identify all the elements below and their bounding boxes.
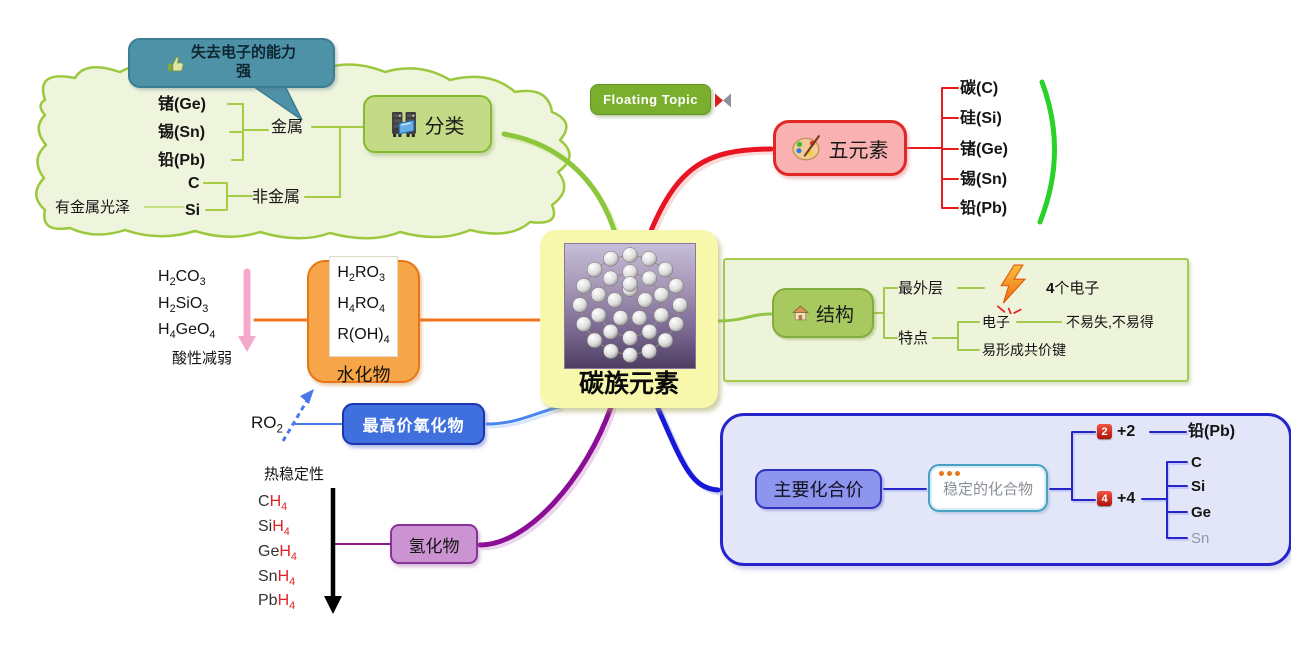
- valence-label: 主要化合价: [773, 480, 864, 500]
- electron-count[interactable]: 4个电子: [1046, 280, 1100, 297]
- floating-topic-label: Floating Topic: [603, 92, 698, 107]
- classification-topic[interactable]: 分类: [363, 95, 492, 153]
- callout-text: 失去电子的能力强: [190, 44, 296, 80]
- covalent-note[interactable]: 易形成共价键: [982, 342, 1066, 358]
- luster-label[interactable]: 有金属光泽: [55, 199, 131, 216]
- five-elements-topic[interactable]: 五元素: [773, 120, 907, 176]
- thermal-stability-label[interactable]: 热稳定性: [264, 466, 325, 483]
- element-item[interactable]: 锗(Ge): [960, 141, 1009, 158]
- metal-item[interactable]: 锗(Ge): [158, 96, 207, 113]
- plus4-item[interactable]: Si: [1191, 478, 1206, 495]
- oxide-label: 最高价氧化物: [362, 418, 465, 435]
- oxide-dashed-arrow: [281, 389, 314, 442]
- plus4-item[interactable]: C: [1191, 454, 1202, 471]
- hydride-label: 氢化物: [408, 536, 460, 556]
- lightning-icon: [993, 264, 1031, 314]
- hydride-formula[interactable]: GeH4: [258, 543, 297, 564]
- hydrate-formulas: H2RO3 H4RO4 R(OH)4: [329, 255, 398, 358]
- thermal-arrow: [324, 488, 342, 614]
- hydride-formula[interactable]: CH4: [258, 493, 288, 514]
- fullerene-image: [564, 243, 696, 369]
- valence-topic[interactable]: 主要化合价: [755, 469, 882, 509]
- feature-label[interactable]: 特点: [898, 330, 929, 347]
- server-icon: [391, 111, 418, 138]
- metal-item[interactable]: 锡(Sn): [158, 124, 206, 141]
- hydride-formula[interactable]: SnH4: [258, 568, 296, 589]
- hydride-topic[interactable]: 氢化物: [390, 524, 478, 564]
- element-item[interactable]: 锡(Sn): [960, 171, 1008, 188]
- central-topic[interactable]: 碳族元素: [540, 230, 718, 408]
- hydride-formula[interactable]: PbH4: [258, 592, 296, 613]
- callout-tail: [247, 83, 303, 121]
- plus4-item[interactable]: Ge: [1191, 504, 1212, 521]
- element-item[interactable]: 铅(Pb): [960, 200, 1008, 217]
- plus2-item[interactable]: 铅(Pb): [1188, 423, 1236, 440]
- movie-marker-icon: [713, 91, 733, 110]
- hydrate-topic[interactable]: H2RO3 H4RO4 R(OH)4 水化物: [307, 255, 420, 385]
- oxide-formula[interactable]: RO2: [251, 413, 283, 436]
- acid-formula[interactable]: H2SiO3: [158, 295, 209, 316]
- five-elements-label: 五元素: [828, 139, 889, 162]
- stable-compound-label: 稳定的化合物: [942, 480, 1033, 498]
- electron-label[interactable]: 电子: [982, 314, 1010, 330]
- acid-formula[interactable]: H4GeO4: [158, 321, 216, 342]
- structure-topic[interactable]: 结构: [772, 288, 874, 338]
- floating-topic[interactable]: Floating Topic: [590, 84, 711, 115]
- priority-2-icon: 2: [1097, 424, 1112, 439]
- plus2-label[interactable]: +2: [1117, 423, 1136, 440]
- central-topic-title: 碳族元素: [578, 370, 679, 398]
- hydrate-label: 水化物: [336, 365, 391, 386]
- outermost-label[interactable]: 最外层: [898, 280, 944, 297]
- palette-icon: [791, 135, 822, 161]
- nonmetal-label[interactable]: 非金属: [252, 189, 301, 206]
- priority-4-icon: 4: [1097, 491, 1112, 506]
- oxide-topic[interactable]: 最高价氧化物: [342, 403, 485, 445]
- five-elements-bracket: [1037, 79, 1057, 225]
- structure-label: 结构: [815, 304, 854, 326]
- hydride-formula[interactable]: SiH4: [258, 518, 290, 539]
- thumbs-up-icon: [167, 55, 184, 72]
- five-elements-connectors: [907, 87, 959, 209]
- acidity-arrow: [238, 268, 256, 352]
- plus4-label[interactable]: +4: [1117, 490, 1136, 507]
- element-item[interactable]: 碳(C): [960, 80, 999, 97]
- metal-label[interactable]: 金属: [271, 119, 304, 136]
- stable-compound-topic[interactable]: 稳定的化合物: [928, 464, 1048, 512]
- house-icon: [791, 305, 809, 321]
- nonmetal-item[interactable]: Si: [185, 202, 201, 219]
- nonmetal-item[interactable]: C: [188, 175, 200, 192]
- acidity-trend-note[interactable]: 酸性减弱: [172, 350, 233, 367]
- callout-topic[interactable]: 失去电子的能力强: [128, 38, 335, 88]
- element-item[interactable]: 硅(Si): [960, 110, 1002, 127]
- electron-note[interactable]: 不易失,不易得: [1066, 314, 1154, 330]
- classification-label: 分类: [424, 115, 465, 138]
- acid-formula[interactable]: H2CO3: [158, 268, 206, 289]
- metal-item[interactable]: 铅(Pb): [158, 152, 206, 169]
- ellipsis-dots-icon: [939, 471, 960, 476]
- plus4-item[interactable]: Sn: [1191, 530, 1210, 547]
